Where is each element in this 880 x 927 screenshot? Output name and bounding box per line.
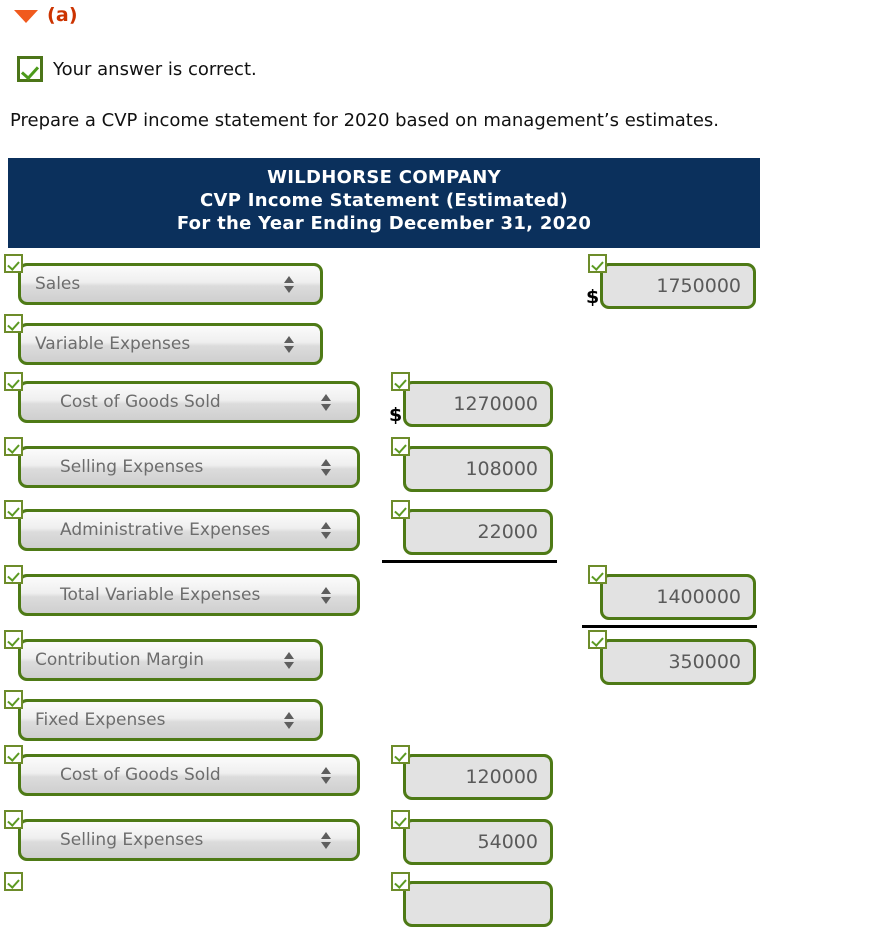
- check-icon: [391, 437, 410, 456]
- part-a-header[interactable]: (a): [14, 4, 78, 26]
- account-select-face[interactable]: Selling Expenses: [21, 449, 357, 485]
- amount-input-total-variable-expenses[interactable]: 1400000: [600, 574, 756, 620]
- chevron-updown-icon[interactable]: [319, 827, 333, 853]
- account-select-variable-selling-expenses[interactable]: Selling Expenses: [18, 446, 360, 488]
- amount-input-fixed-selling-expenses[interactable]: 54000: [403, 819, 553, 865]
- amount-input-variable-cost-of-goods-sold[interactable]: 1270000: [403, 381, 553, 427]
- account-select-variable-cost-of-goods-sold[interactable]: Cost of Goods Sold: [18, 381, 360, 423]
- chevron-updown-icon[interactable]: [319, 762, 333, 788]
- account-select-face[interactable]: Variable Expenses: [21, 326, 320, 362]
- company-name: WILDHORSE COMPANY: [267, 167, 501, 188]
- chevron-updown-icon[interactable]: [282, 707, 296, 733]
- check-icon: [17, 56, 43, 82]
- amount-value[interactable]: 350000: [603, 642, 753, 682]
- account-select-variable-administrative-expenses[interactable]: Administrative Expenses: [18, 509, 360, 551]
- account-select-label: Variable Expenses: [35, 334, 191, 354]
- check-icon: [391, 810, 410, 829]
- chevron-updown-icon[interactable]: [282, 271, 296, 297]
- account-select-face[interactable]: Sales: [21, 266, 320, 302]
- account-select-fixed-cost-of-goods-sold[interactable]: Cost of Goods Sold: [18, 754, 360, 796]
- answer-feedback-text: Your answer is correct.: [53, 58, 257, 80]
- check-icon: [588, 565, 607, 584]
- account-select-label: Contribution Margin: [35, 650, 205, 670]
- account-select-label: Cost of Goods Sold: [60, 392, 221, 412]
- currency-symbol: $: [586, 286, 600, 308]
- check-icon: [588, 254, 607, 273]
- currency-symbol: $: [389, 404, 403, 426]
- statement-period: For the Year Ending December 31, 2020: [176, 213, 592, 235]
- chevron-updown-icon[interactable]: [282, 647, 296, 673]
- chevron-updown-icon[interactable]: [319, 517, 333, 543]
- account-select-face[interactable]: Administrative Expenses: [21, 512, 357, 548]
- chevron-updown-icon[interactable]: [319, 454, 333, 480]
- amount-value[interactable]: 1270000: [406, 384, 550, 424]
- amount-input-variable-administrative-expenses[interactable]: 22000: [403, 509, 553, 555]
- check-icon: [391, 372, 410, 391]
- account-select-label: Selling Expenses: [60, 457, 204, 477]
- statement-title: CVP Income Statement (Estimated): [200, 190, 568, 212]
- amount-input-fixed-cost-of-goods-sold[interactable]: 120000: [403, 754, 553, 800]
- amount-input-next-row-partial[interactable]: [403, 881, 553, 927]
- check-icon: [4, 500, 23, 519]
- account-select-sales[interactable]: Sales: [18, 263, 323, 305]
- amount-input-variable-selling-expenses[interactable]: 108000: [403, 446, 553, 492]
- check-icon: [391, 500, 410, 519]
- check-icon: [4, 254, 23, 273]
- account-select-face[interactable]: Contribution Margin: [21, 642, 320, 678]
- subtotal-rule: [382, 560, 557, 563]
- amount-value[interactable]: [406, 884, 550, 924]
- check-icon: [588, 630, 607, 649]
- part-a-label: (a): [47, 4, 78, 26]
- account-select-face[interactable]: Selling Expenses: [21, 822, 357, 858]
- check-icon: [4, 690, 23, 709]
- triangle-down-icon[interactable]: [14, 10, 38, 23]
- account-select-label: Sales: [35, 274, 81, 294]
- account-select-label: Fixed Expenses: [35, 710, 166, 730]
- account-select-face[interactable]: Cost of Goods Sold: [21, 384, 357, 420]
- subtotal-rule: [582, 625, 757, 628]
- check-icon: [4, 745, 23, 764]
- account-select-label: Cost of Goods Sold: [60, 765, 221, 785]
- amount-value[interactable]: 54000: [406, 822, 550, 862]
- account-select-face[interactable]: Total Variable Expenses: [21, 577, 357, 613]
- amount-input-sales[interactable]: 1750000: [600, 263, 756, 309]
- account-select-label: Total Variable Expenses: [60, 585, 261, 605]
- amount-input-contribution-margin[interactable]: 350000: [600, 639, 756, 685]
- account-select-label: Selling Expenses: [60, 830, 204, 850]
- account-select-total-variable-expenses[interactable]: Total Variable Expenses: [18, 574, 360, 616]
- statement-header-band: WILDHORSE COMPANY CVP Income Statement (…: [8, 158, 760, 248]
- check-icon: [4, 872, 23, 891]
- check-icon: [4, 437, 23, 456]
- chevron-updown-icon[interactable]: [282, 331, 296, 357]
- check-icon: [4, 630, 23, 649]
- amount-value[interactable]: 1400000: [603, 577, 753, 617]
- check-icon: [4, 314, 23, 333]
- account-select-label: Administrative Expenses: [60, 520, 271, 540]
- account-select-face[interactable]: Fixed Expenses: [21, 702, 320, 738]
- account-select-variable-expenses[interactable]: Variable Expenses: [18, 323, 323, 365]
- check-icon: [4, 810, 23, 829]
- chevron-updown-icon[interactable]: [319, 389, 333, 415]
- account-select-fixed-selling-expenses[interactable]: Selling Expenses: [18, 819, 360, 861]
- amount-value[interactable]: 1750000: [603, 266, 753, 306]
- check-icon: [4, 372, 23, 391]
- check-icon: [391, 745, 410, 764]
- amount-value[interactable]: 108000: [406, 449, 550, 489]
- account-select-contribution-margin[interactable]: Contribution Margin: [18, 639, 323, 681]
- answer-feedback: Your answer is correct.: [17, 56, 257, 82]
- check-icon: [4, 565, 23, 584]
- chevron-updown-icon[interactable]: [319, 582, 333, 608]
- amount-value[interactable]: 22000: [406, 512, 550, 552]
- check-icon: [391, 872, 410, 891]
- question-prompt: Prepare a CVP income statement for 2020 …: [10, 110, 720, 131]
- amount-value[interactable]: 120000: [406, 757, 550, 797]
- account-select-fixed-expenses[interactable]: Fixed Expenses: [18, 699, 323, 741]
- account-select-face[interactable]: Cost of Goods Sold: [21, 757, 357, 793]
